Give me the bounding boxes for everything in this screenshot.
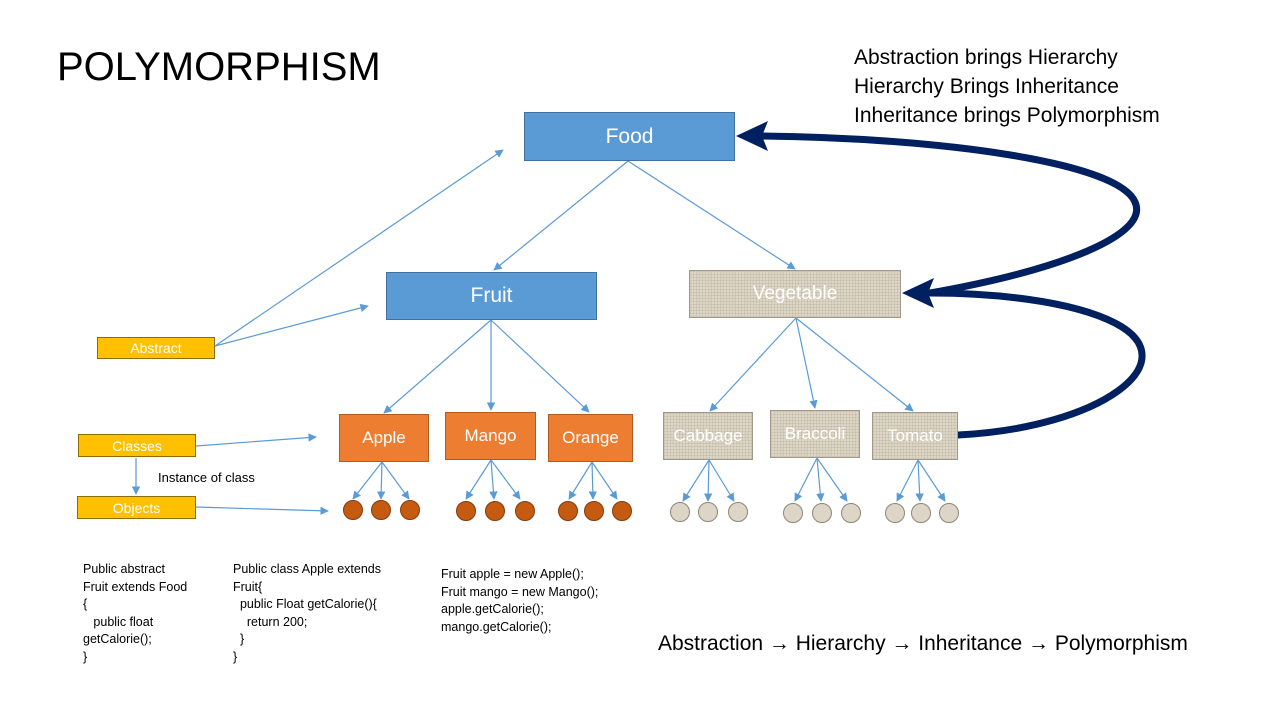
node-vegetable-label: Vegetable	[752, 283, 838, 304]
object-circle	[456, 501, 476, 521]
code-usage: Fruit apple = new Apple(); Fruit mango =…	[441, 567, 599, 634]
node-braccoli: Braccoli	[770, 410, 860, 458]
object-circle	[400, 500, 420, 520]
principle-line: Hierarchy Brings Inheritance	[854, 75, 1119, 98]
object-circle	[911, 503, 931, 523]
object-circle	[698, 502, 718, 522]
principle-line: Inheritance brings Polymorphism	[854, 104, 1160, 127]
code-apple-class: Public class Apple extends Fruit{ public…	[233, 562, 382, 664]
object-circle	[485, 501, 505, 521]
instance-of-class-label: Instance of class	[158, 470, 255, 485]
concept-flow: Abstraction → Hierarchy → Inheritance → …	[658, 632, 1188, 655]
edge-classes-apple	[195, 433, 317, 447]
node-mango-label: Mango	[464, 426, 517, 445]
edge-vegetable-cabbage	[709, 317, 797, 412]
object-circle	[728, 502, 748, 522]
node-fruit: Fruit	[386, 272, 597, 320]
object-circle	[885, 503, 905, 523]
node-vegetable: Vegetable	[689, 270, 901, 318]
object-circle	[584, 501, 604, 521]
node-orange-label: Orange	[562, 428, 619, 447]
object-circle	[670, 502, 690, 522]
legend-classes-label: Classes	[112, 437, 162, 454]
object-circle	[783, 503, 803, 523]
edge-vegetable-braccoli	[795, 317, 818, 409]
arrowhead-food	[736, 121, 768, 151]
node-tomato-label: Tomato	[887, 426, 943, 445]
node-food: Food	[524, 112, 735, 161]
legend-abstract: Abstract	[97, 337, 215, 359]
object-circle	[371, 500, 391, 520]
edge-food-fruit	[493, 160, 629, 271]
principle-line: Abstraction brings Hierarchy	[854, 46, 1118, 69]
legend-abstract-label: Abstract	[130, 340, 182, 356]
node-apple: Apple	[339, 414, 429, 462]
object-circle	[558, 501, 578, 521]
legend-classes: Classes	[78, 434, 196, 457]
node-braccoli-label: Braccoli	[784, 424, 846, 443]
code-abstract-class: Public abstract Fruit extends Food { pub…	[83, 562, 188, 664]
edge-abstract-fruit	[214, 303, 369, 347]
node-cabbage: Cabbage	[663, 412, 753, 460]
object-circle	[812, 503, 832, 523]
object-circle	[612, 501, 632, 521]
edge-vegetable-tomato	[795, 317, 914, 412]
object-circle	[841, 503, 861, 523]
node-orange: Orange	[548, 414, 633, 462]
edge-objects-instances	[195, 506, 329, 515]
edge-fruit-apple	[383, 319, 492, 414]
node-cabbage-label: Cabbage	[673, 426, 743, 445]
edge-fruit-orange	[490, 319, 590, 413]
legend-objects-label: Objects	[112, 499, 161, 516]
node-food-label: Food	[605, 124, 654, 148]
node-tomato: Tomato	[872, 412, 958, 460]
arrowhead-vegetable	[902, 278, 934, 308]
legend-objects: Objects	[77, 496, 196, 519]
principles-list: Abstraction brings Hierarchy Hierarchy B…	[854, 43, 1160, 130]
edge-food-vegetable	[627, 160, 796, 270]
node-apple-label: Apple	[362, 428, 406, 447]
object-circle	[939, 503, 959, 523]
curved-arrow-tomato-vegetable	[926, 289, 1146, 439]
node-mango: Mango	[445, 412, 536, 460]
object-circle	[343, 500, 363, 520]
node-fruit-label: Fruit	[470, 284, 513, 307]
object-circle	[515, 501, 535, 521]
curved-arrow-vegetable-food	[758, 132, 1141, 297]
page-title: POLYMORPHISM	[57, 45, 381, 89]
edge-abstract-food	[214, 149, 504, 347]
